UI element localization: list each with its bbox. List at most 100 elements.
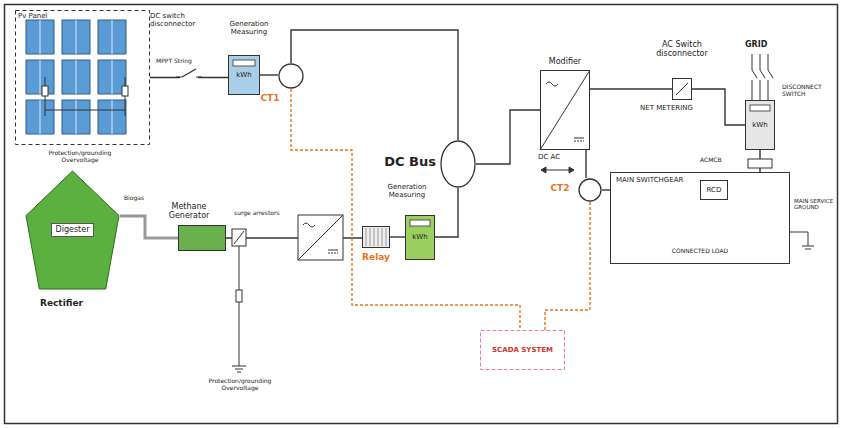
power-wire <box>476 110 540 164</box>
pv-module <box>98 20 126 54</box>
annotation-label: Protection/grounding Overvoltage <box>30 150 130 164</box>
power-wire <box>291 30 458 140</box>
dc-switch <box>182 69 196 77</box>
surge-arrester <box>236 290 242 302</box>
power-wire <box>260 74 278 75</box>
pv-cell-line <box>40 100 41 134</box>
grid-disconnect <box>768 54 773 100</box>
converter-symbol <box>303 223 315 227</box>
annotation-label: Rectifier <box>40 298 120 308</box>
converter-symbol <box>328 253 338 254</box>
acmcb-box <box>748 159 772 168</box>
dc-ac-arrow <box>541 167 574 173</box>
service-ground <box>790 232 808 246</box>
component-box: Methane Generator <box>178 225 226 251</box>
node-text: Pv Panel <box>18 12 78 20</box>
node-text: Relay <box>358 252 394 262</box>
pv-module <box>62 60 90 94</box>
component-box: kWh <box>228 55 260 95</box>
node-text: SCADA SYSTEM <box>492 346 553 354</box>
pv-grounding <box>42 86 48 96</box>
annotation-label: Protection/grounding Overvoltage <box>190 378 290 392</box>
node-text: kWh <box>236 71 251 79</box>
power-wire <box>435 188 458 237</box>
annotation-label: DC switch disconnector <box>150 12 220 28</box>
node-text: RCD <box>707 186 722 194</box>
converter-symbol <box>298 215 343 260</box>
service-ground <box>802 246 814 247</box>
power-wire <box>602 189 610 190</box>
pv-cell-line <box>76 100 77 134</box>
node-text: Digester <box>51 223 95 236</box>
annotation-label: Biogas <box>124 195 164 202</box>
pv-cell-line <box>40 20 41 54</box>
surge-arrester <box>239 246 240 366</box>
acmcb-box <box>748 159 772 168</box>
component-box: kWh <box>745 100 775 150</box>
surge-arrester <box>235 369 243 370</box>
node-text: Methane Generator <box>150 202 228 220</box>
node-text: MAIN SWITCHGEAR <box>616 176 686 184</box>
annotation-label: Generation Measuring <box>218 20 280 36</box>
annotation-label: Generation Measuring <box>372 183 442 199</box>
pv-cell-line <box>40 60 41 94</box>
annotation-label: ACMCB <box>700 157 746 164</box>
converter-symbol <box>298 215 343 260</box>
converter-symbol <box>328 250 338 251</box>
component-box: DC Bus <box>440 140 476 188</box>
service-ground <box>805 249 811 250</box>
component-box: Modifier <box>540 70 590 150</box>
node-text: DC Bus <box>378 155 436 170</box>
grid-disconnect <box>752 54 757 100</box>
power-wire <box>590 88 672 89</box>
annotation-label: NET METERING <box>640 104 720 112</box>
pv-grounding <box>125 104 126 116</box>
annotation-label: GRID <box>745 40 785 49</box>
component-box: SCADA SYSTEM <box>480 330 565 370</box>
power-wire <box>692 89 745 125</box>
pv-cell-line <box>112 100 113 134</box>
dc-ac-arrow <box>541 167 546 173</box>
pv-module <box>26 20 54 54</box>
pv-modules <box>26 20 126 134</box>
dc-switch <box>176 77 182 78</box>
component-box: Relay <box>362 226 390 248</box>
surge-arrester <box>237 372 241 373</box>
converter-symbol <box>298 215 343 260</box>
pv-module <box>98 100 126 134</box>
pv-grounding <box>45 104 46 116</box>
node-text: AC Switch disconnector <box>644 40 720 58</box>
node-outline <box>278 63 304 89</box>
pv-module <box>62 20 90 54</box>
pv-grounding <box>122 86 128 96</box>
surge-arrester <box>234 231 244 244</box>
component-box: RCD <box>700 180 728 200</box>
pv-module <box>26 60 54 94</box>
node-text: kWh <box>752 121 767 129</box>
component-box: AC Switch disconnector <box>672 78 692 100</box>
power-wire <box>585 150 586 178</box>
node-text: Modifier <box>535 57 595 66</box>
component-box: MAIN SWITCHGEAR CONNECTED LOAD RCD <box>610 172 790 264</box>
pv-grounding <box>45 110 125 111</box>
signal-line <box>545 202 590 330</box>
component-box: kWh <box>405 215 435 260</box>
pv-cell-line <box>112 20 113 54</box>
annotation-label: surge arrestors <box>234 210 294 217</box>
annotation-label: DC AC <box>538 153 582 161</box>
service-ground <box>790 232 814 249</box>
node-text: CONNECTED LOAD <box>650 248 750 255</box>
surge-arrester <box>232 229 246 372</box>
pv-grounding <box>42 77 128 116</box>
annotation-label: DISCONNECT SWITCH <box>782 84 834 98</box>
dc-switch <box>180 70 198 82</box>
node-outline <box>15 10 150 145</box>
component-box: CT1 <box>278 63 304 89</box>
node-outline <box>440 140 476 188</box>
pv-cell-line <box>76 20 77 54</box>
dc-switch <box>176 69 202 82</box>
grid-disconnect <box>760 54 765 100</box>
signal-line <box>291 89 520 330</box>
component-box: Digester <box>25 170 120 290</box>
node-text: CT2 <box>546 183 574 193</box>
